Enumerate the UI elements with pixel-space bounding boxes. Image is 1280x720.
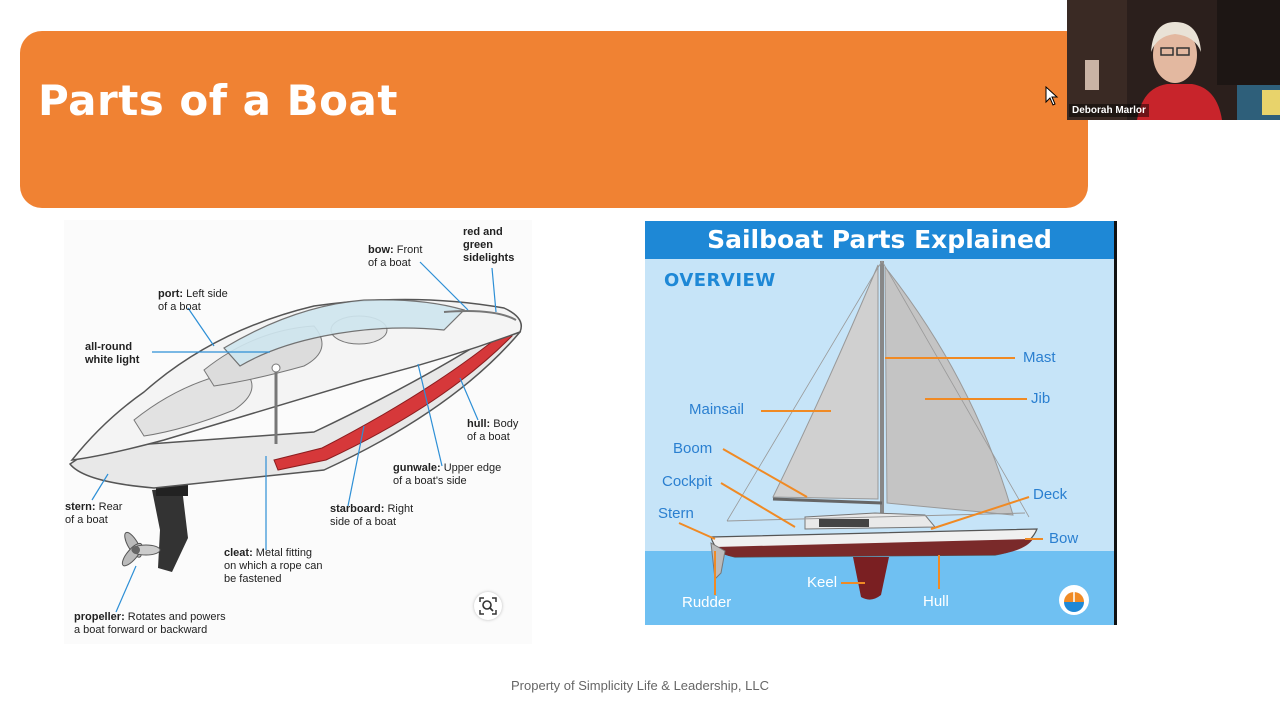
label-bow-def-2: of a boat	[368, 257, 411, 269]
label-cleat-def: Metal fitting	[252, 547, 313, 559]
sailboat-logo-icon	[1059, 585, 1089, 615]
label-starboard-def: Right	[384, 503, 414, 515]
label-stern-term: stern:	[65, 501, 96, 513]
label-hull-def-2: of a boat	[467, 431, 510, 443]
label-starboard-term: starboard:	[330, 503, 385, 515]
label-port-term: port:	[158, 288, 184, 300]
sailboat-diagram: Sailboat Parts Explained OVERVIEW Mast J…	[645, 221, 1117, 625]
label-bow: Bow	[1049, 530, 1079, 547]
label-hull-term: hull:	[467, 418, 491, 430]
label-propeller-term: propeller:	[74, 611, 125, 623]
label-boom: Boom	[673, 440, 713, 457]
label-mast: Mast	[1023, 349, 1056, 366]
label-gunwale-def-2: of a boat's side	[393, 475, 467, 487]
label-stern: Stern	[658, 505, 694, 522]
participant-video[interactable]: Deborah Marlor	[1067, 0, 1280, 120]
label-stern-def-2: of a boat	[65, 514, 108, 526]
sailboat-subheader: OVERVIEW	[664, 270, 776, 291]
label-starboard-def-2: side of a boat	[330, 516, 397, 528]
label-bow-def: Front	[393, 244, 423, 256]
label-cleat-def-2: on which a rope can	[224, 560, 323, 572]
label-mainsail: Mainsail	[689, 401, 745, 418]
label-allround-line2: white light	[85, 354, 140, 366]
label-gunwale-term: gunwale:	[393, 462, 441, 474]
mouse-cursor-icon	[1045, 86, 1059, 106]
label-port-def: Left side	[183, 288, 228, 300]
participant-name: Deborah Marlor	[1069, 104, 1149, 117]
visual-search-button[interactable]	[474, 592, 502, 620]
motorboat-diagram: red and green sidelights bow: Front of a…	[64, 220, 532, 644]
label-cleat-term: cleat:	[224, 547, 253, 559]
label-propeller-def-2: a boat forward or backward	[74, 624, 208, 636]
label-rudder: Rudder	[682, 594, 732, 611]
label-hull-def: Body	[490, 418, 519, 430]
label-jib: Jib	[1031, 390, 1051, 407]
label-cleat-def-3: be fastened	[224, 573, 282, 585]
motorboat-illustration	[68, 261, 522, 613]
label-allround-line1: all-round	[85, 341, 133, 353]
sailboat-illustration	[645, 260, 1114, 625]
slide-footer: Property of Simplicity Life & Leadership…	[511, 678, 769, 693]
propeller-icon	[121, 531, 161, 567]
label-gunwale-def: Upper edge	[440, 462, 502, 474]
label-deck: Deck	[1033, 486, 1068, 503]
label-bow-term: bow:	[368, 244, 394, 256]
label-keel: Keel	[807, 574, 838, 591]
label-propeller-def: Rotates and powers	[124, 611, 226, 623]
slide-title: Parts of a Boat	[38, 76, 398, 125]
label-stern-def: Rear	[95, 501, 123, 513]
label-cockpit: Cockpit	[662, 473, 713, 490]
label-hull: Hull	[923, 593, 949, 610]
title-banner	[20, 31, 1088, 208]
label-sidelights-line1: red and	[463, 226, 503, 238]
label-sidelights-line2: green	[463, 239, 493, 251]
participant-video-image	[1067, 0, 1280, 120]
label-port-def-2: of a boat	[158, 301, 201, 313]
sailboat-header: Sailboat Parts Explained	[645, 221, 1114, 259]
label-sidelights-line3: sidelights	[463, 252, 515, 264]
magnifier-icon	[479, 597, 497, 615]
